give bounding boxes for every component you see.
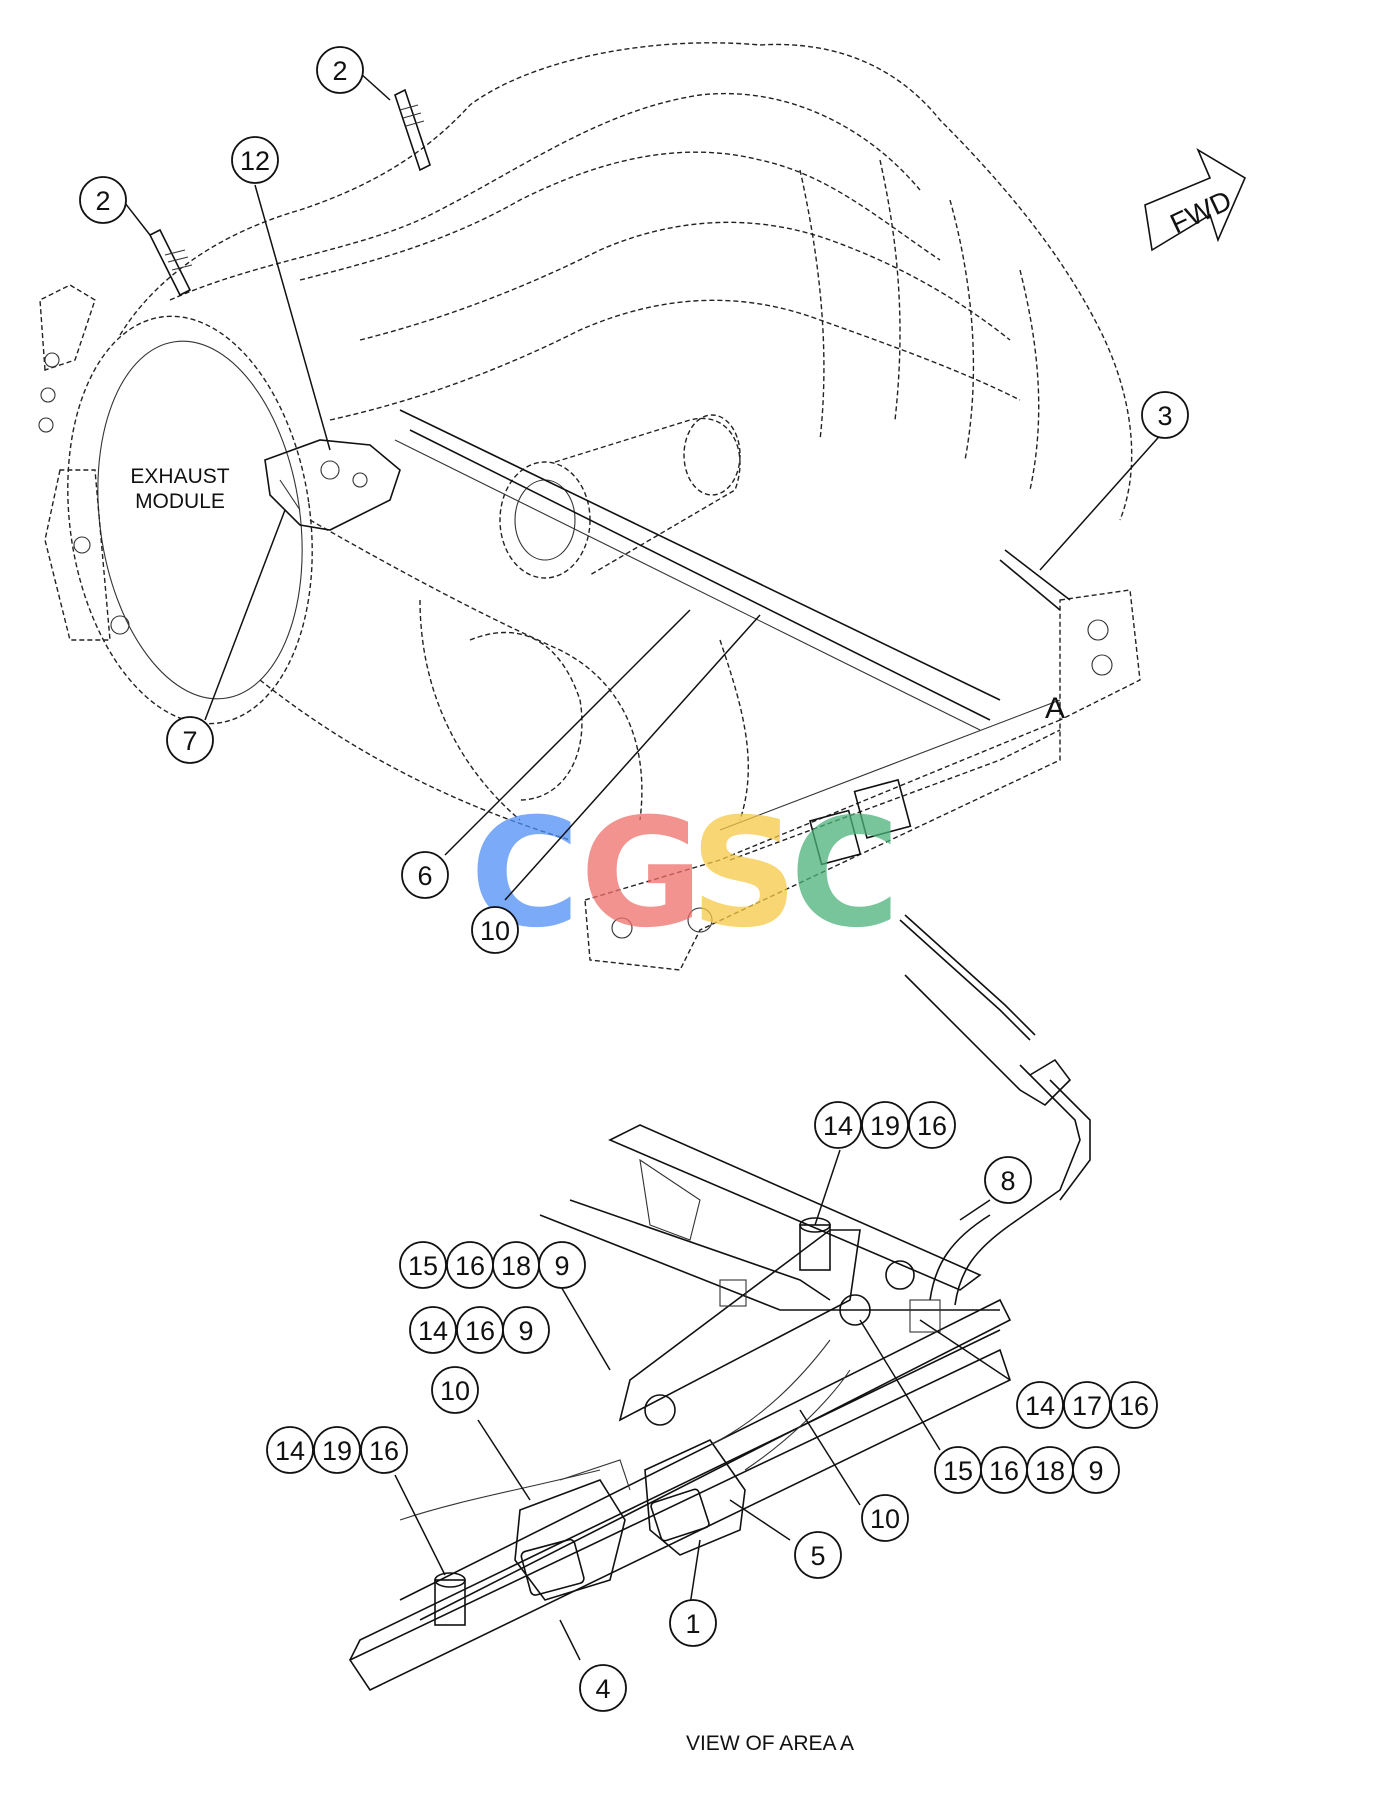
callout-group-15-16-18-9-left: 15 16 18 9 (399, 1241, 586, 1289)
callout-7: 7 (166, 716, 214, 764)
svg-text:2: 2 (95, 186, 110, 216)
svg-text:7: 7 (182, 726, 197, 756)
callout-10-lower-left: 10 (431, 1366, 479, 1414)
svg-text:19: 19 (322, 1436, 352, 1466)
svg-text:8: 8 (1000, 1166, 1015, 1196)
callout-2-upper: 2 (316, 46, 364, 94)
svg-text:14: 14 (275, 1436, 305, 1466)
forward-arrow-icon: FWD (1144, 148, 1247, 252)
svg-text:19: 19 (870, 1111, 900, 1141)
svg-text:9: 9 (518, 1316, 533, 1346)
area-a-marker: A (1045, 692, 1065, 725)
callout-group-14-19-16-left: 14 19 16 (266, 1426, 408, 1474)
watermark-letter-c2: C (790, 787, 900, 961)
svg-text:9: 9 (1088, 1456, 1103, 1486)
callout-4: 4 (579, 1664, 627, 1712)
svg-text:16: 16 (455, 1251, 485, 1281)
leader-lines (124, 72, 1166, 1661)
cgsc-watermark: C G S C (470, 787, 900, 961)
watermark-letter-s: S (690, 787, 798, 961)
watermark-letter-g: G (580, 787, 703, 961)
svg-text:10: 10 (870, 1504, 900, 1534)
svg-text:6: 6 (417, 861, 432, 891)
callout-group-15-16-18-9-right: 15 16 18 9 (934, 1446, 1120, 1494)
exhaust-module-drawing (38, 42, 1141, 1041)
svg-text:10: 10 (480, 916, 510, 946)
svg-text:16: 16 (369, 1436, 399, 1466)
callout-8: 8 (984, 1156, 1032, 1204)
svg-text:10: 10 (440, 1376, 470, 1406)
callout-3: 3 (1141, 391, 1189, 439)
callout-group-14-17-16: 14 17 16 (1016, 1381, 1158, 1429)
svg-text:2: 2 (332, 56, 347, 86)
svg-text:16: 16 (989, 1456, 1019, 1486)
svg-text:3: 3 (1157, 401, 1172, 431)
callout-12: 12 (231, 136, 279, 184)
svg-text:18: 18 (1035, 1456, 1065, 1486)
exhaust-module-label-line2: MODULE (135, 490, 225, 513)
callout-group-14-19-16-top: 14 19 16 (814, 1101, 956, 1149)
svg-text:5: 5 (810, 1541, 825, 1571)
svg-text:17: 17 (1072, 1391, 1102, 1421)
view-of-area-a-drawing (348, 974, 1091, 1692)
callout-10-upper: 10 (471, 906, 519, 954)
svg-text:15: 15 (408, 1251, 438, 1281)
callout-group-14-16-9: 14 16 9 (409, 1306, 550, 1354)
svg-text:12: 12 (240, 146, 270, 176)
callout-2-left: 2 (79, 176, 127, 224)
svg-text:14: 14 (418, 1316, 448, 1346)
svg-text:16: 16 (917, 1111, 947, 1141)
callout-5: 5 (794, 1531, 842, 1579)
svg-text:16: 16 (465, 1316, 495, 1346)
callout-6: 6 (401, 851, 449, 899)
svg-text:16: 16 (1119, 1391, 1149, 1421)
svg-text:14: 14 (823, 1111, 853, 1141)
svg-text:4: 4 (595, 1674, 610, 1704)
svg-text:14: 14 (1025, 1391, 1055, 1421)
callout-1: 1 (669, 1599, 717, 1647)
view-of-area-a-caption: VIEW OF AREA A (686, 1732, 854, 1755)
svg-text:1: 1 (685, 1609, 700, 1639)
svg-text:15: 15 (943, 1456, 973, 1486)
callout-10-lower-right: 10 (861, 1494, 909, 1542)
svg-text:9: 9 (554, 1251, 569, 1281)
exhaust-module-label-line1: EXHAUST (130, 465, 229, 488)
svg-text:18: 18 (501, 1251, 531, 1281)
